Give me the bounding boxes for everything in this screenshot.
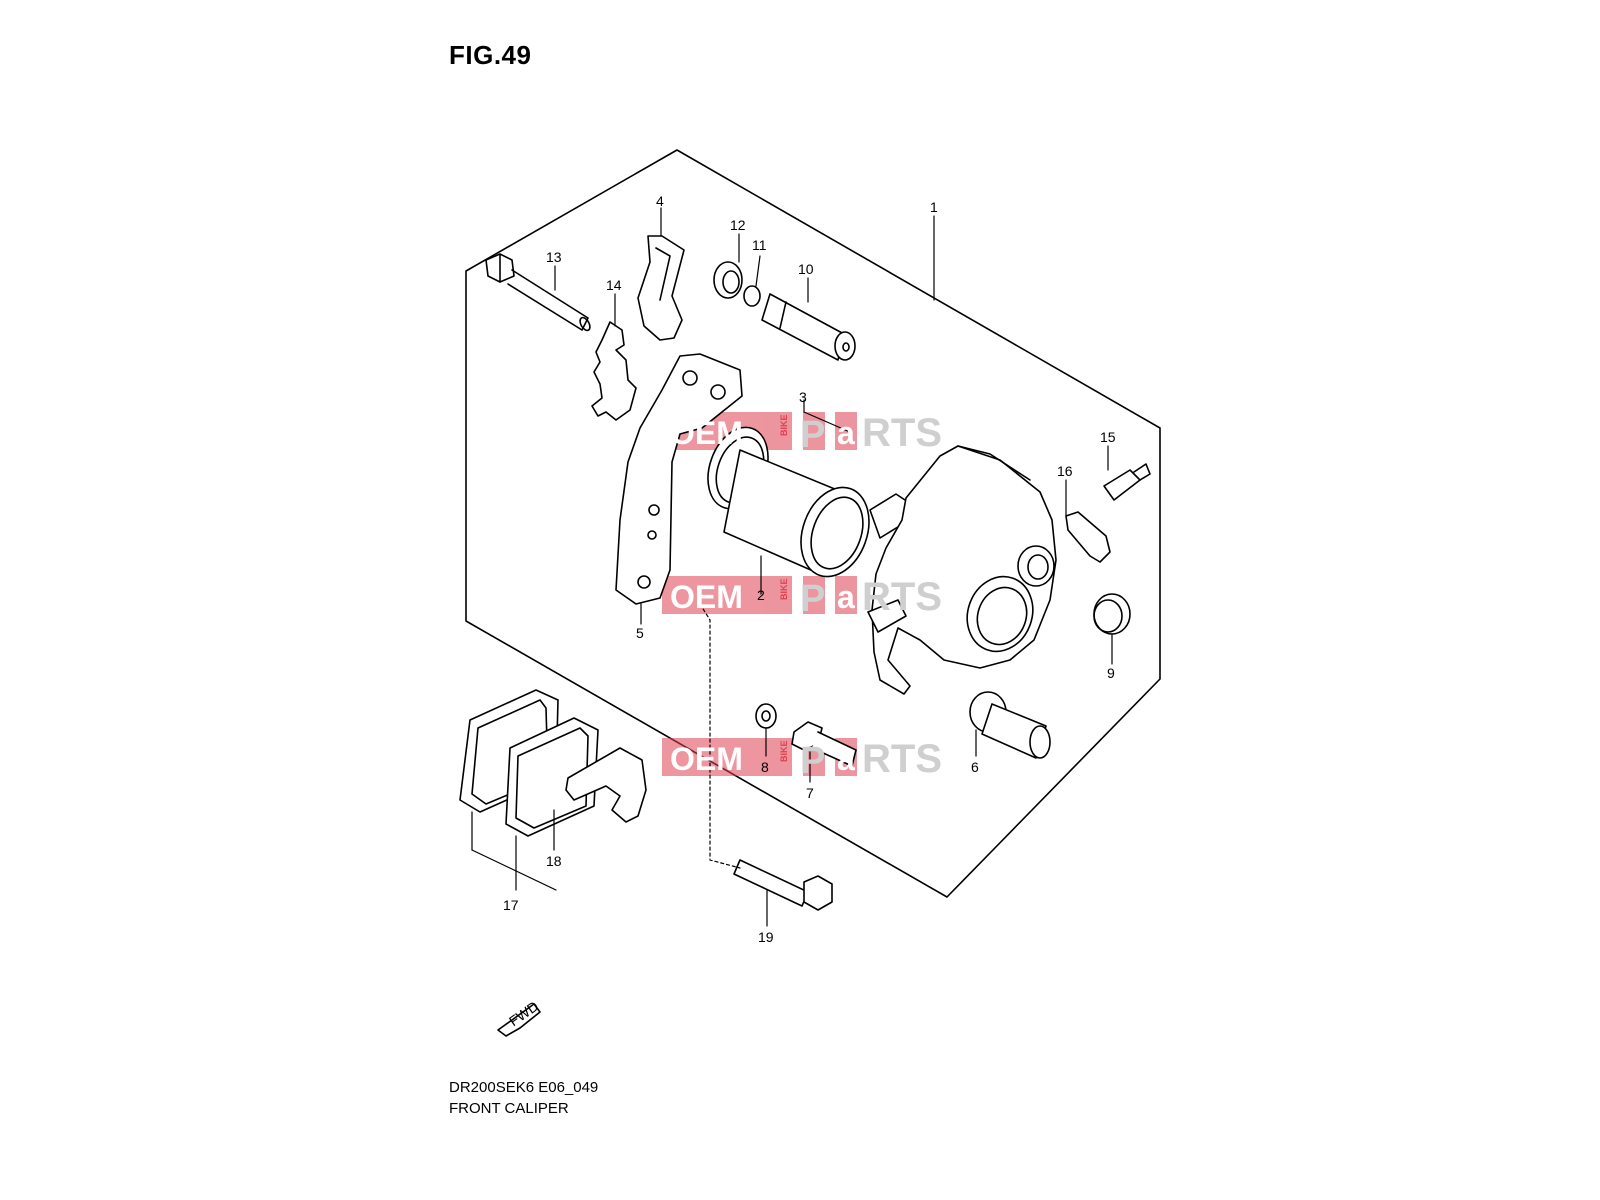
assembly-outline <box>465 149 1161 898</box>
part-14-spring <box>591 321 637 421</box>
part-17-pads <box>459 689 599 837</box>
part-6-pin-bolt <box>969 691 1051 759</box>
callout-9: 9 <box>1107 665 1115 681</box>
watermark-bike: BIKE <box>779 740 789 762</box>
callout-17: 17 <box>503 897 519 913</box>
fwd-arrow-icon <box>497 1003 541 1037</box>
callout-13: 13 <box>546 249 562 265</box>
part-7-bolt <box>791 721 857 767</box>
watermark-oem: OEM <box>670 741 743 777</box>
watermark-text: OEM BIKE P a RTS OEM BIKE P a RTS OEM BI… <box>670 411 942 782</box>
part-16-cap <box>1065 511 1111 563</box>
watermark-rts: RTS <box>862 411 942 455</box>
figure-title: FIG.49 <box>449 40 532 70</box>
callout-12: 12 <box>730 217 746 233</box>
callout-18: 18 <box>546 853 562 869</box>
callout-15: 15 <box>1100 429 1116 445</box>
part-15-bleeder <box>1103 463 1151 501</box>
watermark-a: a <box>837 741 855 777</box>
part-4-retainer <box>637 235 685 341</box>
callout-16: 16 <box>1057 463 1073 479</box>
part-18-shim <box>565 747 647 823</box>
callout-11: 11 <box>752 237 767 253</box>
callout-6: 6 <box>971 759 979 775</box>
watermark-2 <box>662 576 857 614</box>
callout-3: 3 <box>799 389 807 405</box>
callout-4: 4 <box>656 193 664 209</box>
watermark-p: P <box>800 740 825 782</box>
part-2-piston <box>723 449 870 578</box>
watermark-bike: BIKE <box>779 578 789 600</box>
callout-labels: 1 2 3 4 5 6 7 8 9 10 11 12 13 14 15 16 1… <box>503 193 1116 1029</box>
part-19-bolt <box>733 859 833 911</box>
model-code: DR200SEK6 E06_049 <box>449 1079 599 1096</box>
watermark-rts: RTS <box>862 737 942 781</box>
callout-2: 2 <box>757 587 765 603</box>
part-1-caliper-body <box>867 445 1057 695</box>
watermark-bike: BIKE <box>779 414 789 436</box>
part-8-washer <box>755 703 777 729</box>
part-12-boot <box>713 261 743 299</box>
part-11-washer <box>743 285 761 307</box>
watermark-oem: OEM <box>670 415 743 451</box>
watermark-a: a <box>837 579 855 615</box>
watermark-p: P <box>800 414 825 456</box>
watermark-oem: OEM <box>670 579 743 615</box>
watermark-a: a <box>837 415 855 451</box>
callout-10: 10 <box>798 261 814 277</box>
watermark-p: P <box>800 578 825 620</box>
callout-5: 5 <box>636 625 644 641</box>
part-10-pin <box>761 293 856 361</box>
callout-8: 8 <box>761 759 769 775</box>
part-9-plug <box>1093 593 1131 635</box>
figure-name: FRONT CALIPER <box>449 1100 569 1117</box>
callout-7: 7 <box>806 785 814 801</box>
part-13-bolt <box>485 253 591 332</box>
callout-1: 1 <box>930 199 938 215</box>
leader-lines <box>471 207 1113 927</box>
callout-19: 19 <box>758 929 774 945</box>
callout-14: 14 <box>606 277 622 293</box>
watermark-rts: RTS <box>862 575 942 619</box>
part-5-bracket <box>615 353 743 605</box>
